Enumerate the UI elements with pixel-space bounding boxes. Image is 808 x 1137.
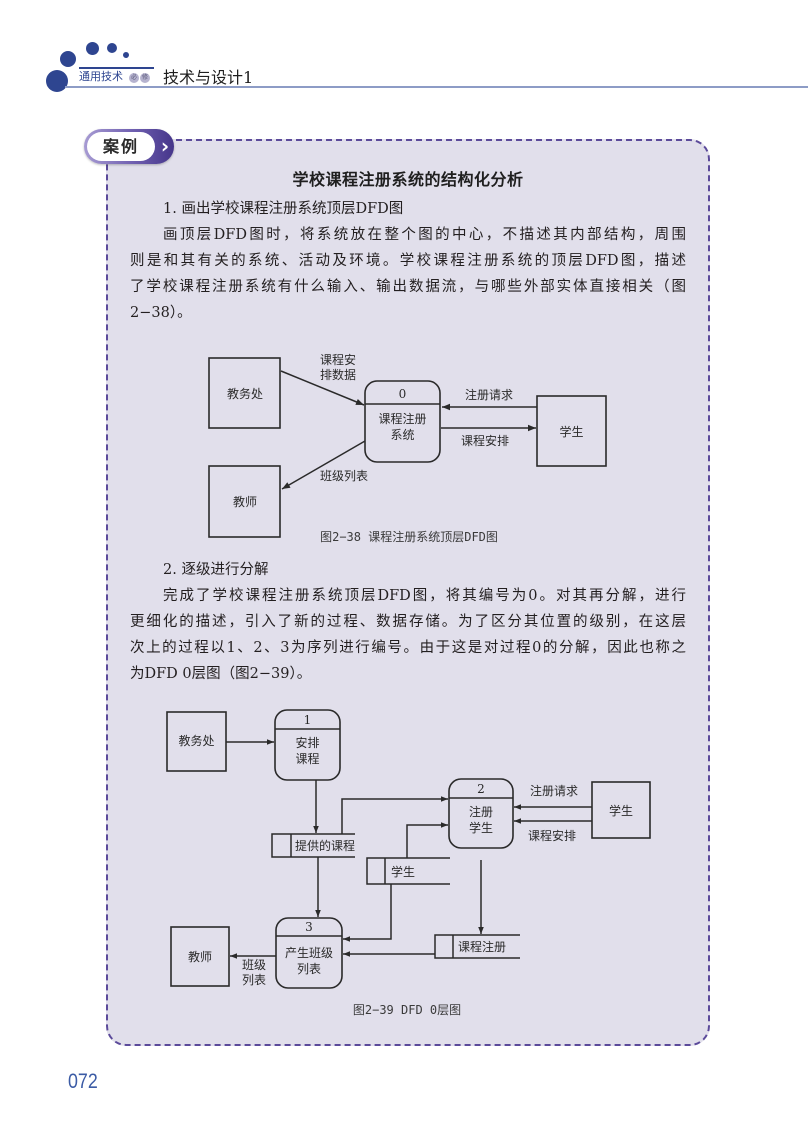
- entity-teacher-label: 教师: [233, 494, 257, 509]
- flow-schedule-data-arrow: [280, 370, 365, 406]
- figure-2-38-caption: 图2−38 课程注册系统顶层DFD图: [320, 529, 498, 544]
- flow-class-list-label: 班级: [242, 958, 266, 972]
- store-students-label: 学生: [391, 864, 415, 879]
- entity-student-label: 学生: [559, 424, 583, 439]
- entity-student: [536, 395, 607, 467]
- entity-academic-office-label: 教务处: [178, 733, 214, 748]
- flow-class-list-arrow: [281, 440, 366, 490]
- case-box: [106, 139, 710, 1046]
- section1-heading: 1. 画出学校课程注册系统顶层DFD图: [163, 201, 404, 217]
- section1-line: 则是和其有关的系统、活动及环境。学校课程注册系统的顶层DFD图，描述: [130, 253, 686, 269]
- flow-class-list-label: 列表: [242, 973, 266, 987]
- section1-line: 2−38）。: [130, 305, 192, 321]
- entity-teacher-label: 教师: [188, 949, 212, 964]
- section2-line: 更细化的描述，引入了新的过程、数据存储。为了区分其位置的级别，在这层: [130, 614, 686, 630]
- header-decor-dot: [107, 43, 117, 53]
- section2-line: 次上的过程以1、2、3为序列进行编号。由于这是对过程0的分解，因此也称之: [130, 640, 686, 656]
- entity-teacher: [170, 926, 230, 987]
- case-badge-label: 案例: [87, 132, 155, 161]
- process-3-name: 产生班级: [285, 946, 333, 960]
- series-label: 通用技术: [79, 70, 123, 83]
- process-2-id: 2: [477, 782, 485, 796]
- process-2-name: 学生: [469, 820, 493, 835]
- process-2-name: 注册: [469, 804, 493, 819]
- flow-schedule-data-label: 排数据: [320, 367, 356, 382]
- flow-course-schedule-label: 课程安排: [528, 828, 576, 843]
- store-course-registrations: [434, 934, 520, 959]
- flow-offered-courses-to-process2-arrow: [341, 796, 448, 834]
- header-decor-dot: [60, 51, 76, 67]
- entity-academic-office-label: 教务处: [227, 386, 263, 401]
- process-1-name: 课程: [295, 751, 319, 766]
- process-3-name: 列表: [297, 962, 321, 976]
- process-1-name: 安排: [295, 735, 319, 750]
- store-students: [366, 857, 450, 885]
- flow-students-store-to-process2-arrow: [406, 822, 448, 858]
- header-decor-dot: [123, 52, 129, 58]
- flow-class-list-label: 班级列表: [320, 469, 368, 483]
- case-title: 学校课程注册系统的结构化分析: [292, 170, 524, 189]
- entity-academic-office: [208, 357, 281, 429]
- process-3: [275, 917, 343, 989]
- process-0-name: 系统: [390, 428, 414, 442]
- requirement-badge: 必 修: [129, 73, 150, 83]
- header-rule: [65, 86, 808, 88]
- flow-schedule-data-label: 课程安: [320, 352, 356, 367]
- flow-students-store-to-process3-arrow: [343, 884, 392, 942]
- page-number: 072: [68, 1070, 98, 1093]
- process-2: [448, 778, 514, 849]
- flow-registration-request-label: 注册请求: [465, 387, 513, 402]
- process-1-id: 1: [304, 713, 312, 727]
- book-title: 技术与设计1: [163, 68, 254, 87]
- section1-line: 画顶层DFD图时，将系统放在整个图的中心，不描述其内部结构，周围: [163, 227, 686, 243]
- store-offered-courses-label: 提供的课程: [295, 838, 355, 853]
- entity-teacher: [208, 465, 281, 538]
- process-0-id: 0: [399, 387, 407, 401]
- requirement-badge-char: 修: [140, 73, 150, 83]
- header-decor-dot: [46, 70, 68, 92]
- figure-2-39-diagram: 教务处 1 安排 课程 提供的课程 2 注册 学生 学生 学生 注册请求 课程安…: [166, 709, 651, 1017]
- process-1: [274, 709, 341, 781]
- store-course-registrations-label: 课程注册: [458, 939, 506, 954]
- requirement-badge-char: 必: [129, 73, 139, 83]
- header-decor-dot: [86, 42, 99, 55]
- store-offered-courses: [271, 833, 355, 858]
- flow-registration-request-label: 注册请求: [530, 783, 578, 798]
- series-rule: [79, 67, 154, 69]
- figure-2-38-diagram: 教务处 教师 0 课程注册 系统 学生 课程安 排数据 注册请求 课程安排 班级…: [208, 352, 607, 544]
- process-0-name: 课程注册: [378, 411, 426, 426]
- entity-student-label: 学生: [609, 803, 633, 818]
- section2-line: 为DFD 0层图（图2−39）。: [130, 666, 312, 682]
- entity-student: [591, 781, 651, 839]
- chevron-right-icon: ›: [160, 134, 170, 158]
- section1-line: 了学校课程注册系统有什么输入、输出数据流，与哪些外部实体直接相关（图: [130, 279, 686, 295]
- process-0: [364, 380, 441, 463]
- figure-2-39-caption: 图2−39 DFD 0层图: [353, 1003, 461, 1017]
- process-3-id: 3: [305, 920, 313, 934]
- section2-heading: 2. 逐级进行分解: [163, 562, 269, 578]
- section2-line: 完成了学校课程注册系统顶层DFD图，将其编号为0。对其再分解，进行: [163, 588, 686, 604]
- flow-course-schedule-label: 课程安排: [461, 433, 509, 448]
